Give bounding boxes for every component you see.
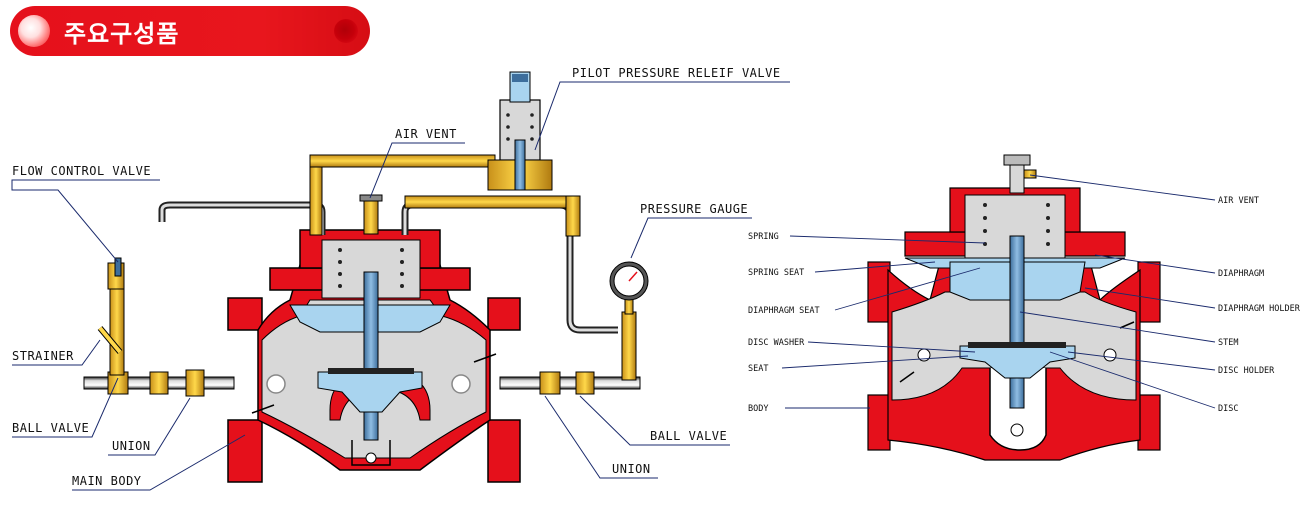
section-header: 주요구성품 <box>10 6 370 56</box>
label-strainer: STRAINER <box>12 349 74 363</box>
section-title: 주요구성품 <box>64 20 180 48</box>
label-air-vent-left: AIR VENT <box>395 127 457 141</box>
right-valve-diagram <box>867 154 1161 461</box>
left-valve-diagram <box>83 71 649 483</box>
label-body: BODY <box>748 404 768 414</box>
left-label-texts: PILOT PRESSURE RELEIF VALVE AIR VENT FLO… <box>12 66 781 488</box>
left-callouts <box>11 81 790 491</box>
label-disc: DISC <box>1218 404 1238 414</box>
label-main-body: MAIN BODY <box>72 474 142 488</box>
label-spring: SPRING <box>748 232 779 242</box>
label-air-vent-right: AIR VENT <box>1218 196 1259 206</box>
label-diaphragm: DIAPHRAGM <box>1218 269 1264 279</box>
label-spring-seat: SPRING SEAT <box>748 268 804 278</box>
label-disc-holder: DISC HOLDER <box>1218 366 1275 376</box>
right-callouts <box>781 174 1216 409</box>
right-label-texts: AIR VENT SPRING DIAPHRAGM SPRING SEAT DI… <box>748 196 1301 414</box>
label-union-right: UNION <box>612 462 651 476</box>
label-diaphragm-holder: DIAPHRAGM HOLDER <box>1218 304 1301 314</box>
label-ball-valve-right: BALL VALVE <box>650 429 727 443</box>
label-union-left: UNION <box>112 439 151 453</box>
label-diaphragm-seat: DIAPHRAGM SEAT <box>748 306 820 316</box>
label-seat: SEAT <box>748 364 768 374</box>
label-disc-washer: DISC WASHER <box>748 338 805 348</box>
label-ball-valve-left: BALL VALVE <box>12 421 89 435</box>
label-pilot-pressure-relief-valve: PILOT PRESSURE RELEIF VALVE <box>572 66 781 80</box>
label-flow-control-valve: FLOW CONTROL VALVE <box>12 164 151 178</box>
label-stem: STEM <box>1218 338 1238 348</box>
bullet-icon <box>18 15 50 47</box>
label-pressure-gauge: PRESSURE GAUGE <box>640 202 748 216</box>
header-dot-icon <box>334 19 358 43</box>
